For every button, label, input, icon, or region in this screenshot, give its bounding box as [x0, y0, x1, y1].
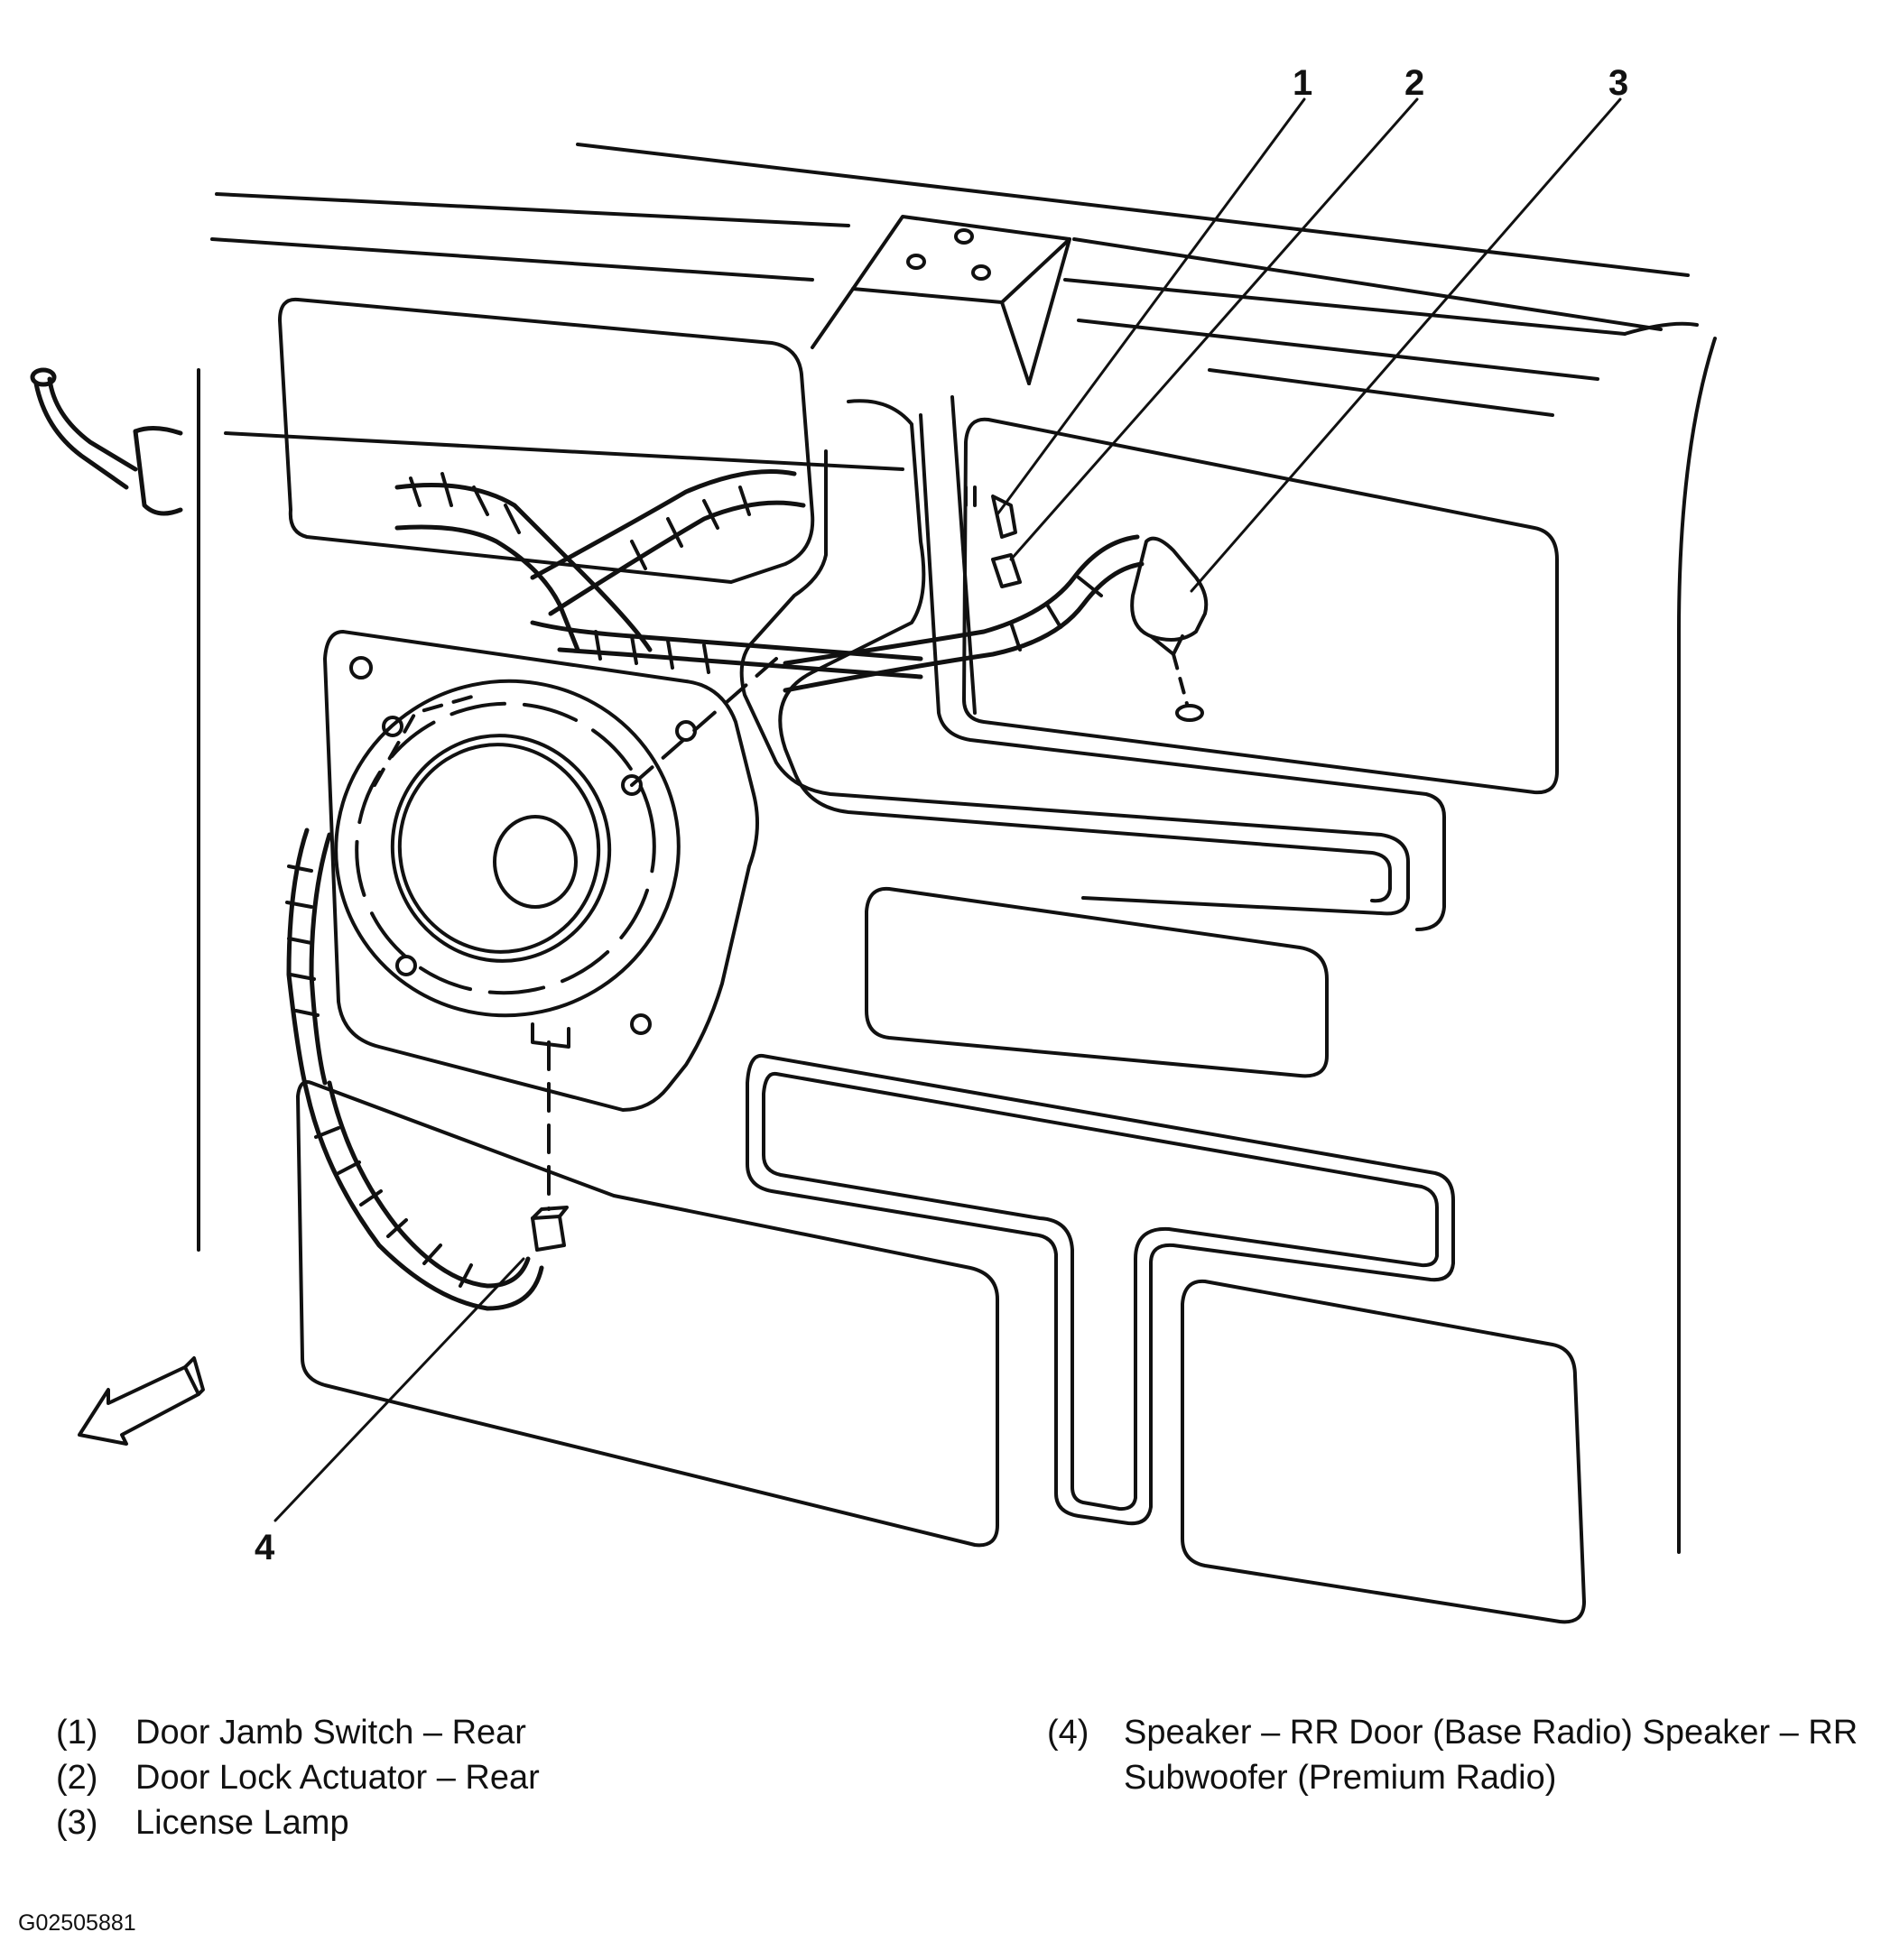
callout-number-4: 4	[255, 1528, 275, 1567]
legend-item-3: (3) License Lamp	[56, 1800, 540, 1845]
figure-id: G02505881	[18, 1910, 136, 1936]
legend-right-column: (4) Speaker – RR Door (Base Radio) Speak…	[1047, 1710, 1864, 1800]
wiring-harness	[30, 367, 1145, 1311]
leader-lines	[273, 97, 1622, 1522]
callout-number-3: 3	[1608, 63, 1628, 103]
legend-number: (1)	[56, 1714, 98, 1752]
callout-number-2: 2	[1404, 63, 1424, 103]
legend-text: Door Lock Actuator – Rear	[135, 1759, 540, 1797]
callout-number-1: 1	[1293, 63, 1312, 103]
door-lock-actuator	[991, 553, 1022, 588]
legend-text: License Lamp	[135, 1804, 349, 1842]
upper-left-cutout	[278, 297, 815, 584]
center-channel	[739, 395, 1446, 931]
door-wiring-diagram: 1 2 3 4	[30, 63, 1717, 1624]
legend-item-1: (1) Door Jamb Switch – Rear	[56, 1710, 540, 1755]
front-arrow-icon	[78, 1356, 205, 1446]
lower-left-panel	[296, 1080, 999, 1548]
door-jamb-switch	[964, 485, 1017, 539]
roof-mount-block	[811, 215, 1071, 385]
legend-item-2: (2) Door Lock Actuator – Rear	[56, 1755, 540, 1800]
legend-text: Speaker – RR Door (Base Radio) Speaker –…	[1124, 1714, 1858, 1797]
legend-text: Door Jamb Switch – Rear	[135, 1714, 526, 1752]
legend-number: (4)	[1047, 1714, 1089, 1752]
legend-item-4: (4) Speaker – RR Door (Base Radio) Speak…	[1047, 1710, 1864, 1800]
speaker-connector	[531, 1206, 569, 1252]
speaker-assembly	[323, 630, 778, 1211]
center-slot	[865, 886, 1329, 1078]
upper-right-cutout	[962, 417, 1559, 795]
legend-number: (3)	[56, 1804, 98, 1842]
legend-number: (2)	[56, 1759, 98, 1797]
lower-right-panel	[1181, 1279, 1586, 1624]
legend-left-column: (1) Door Jamb Switch – Rear (2) Door Loc…	[56, 1710, 540, 1845]
t-channel	[746, 1053, 1455, 1526]
license-lamp	[1130, 536, 1209, 722]
body-panel-lines	[197, 143, 1717, 1554]
